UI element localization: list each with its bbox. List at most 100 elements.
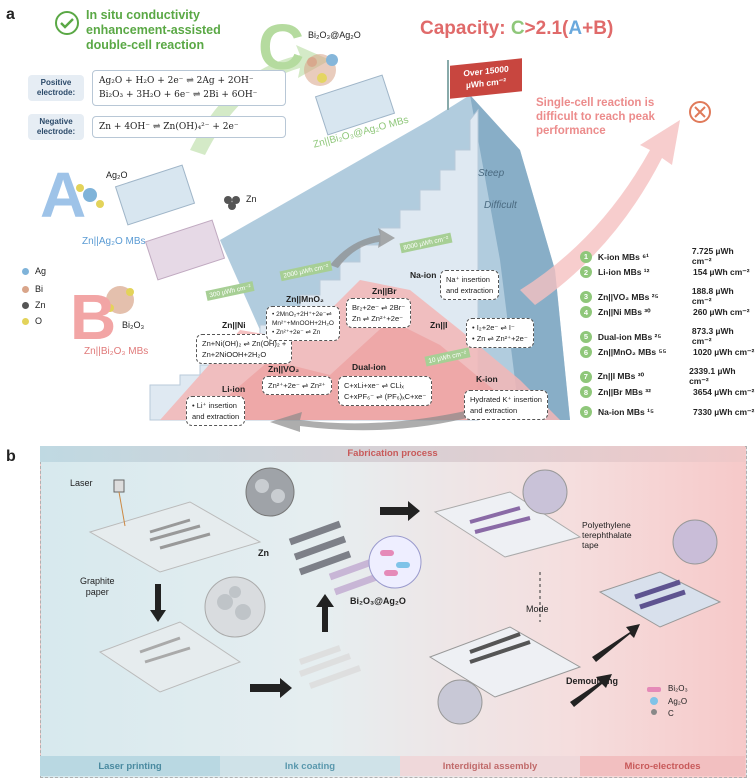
list-value: 7330 µWh cm⁻²	[693, 406, 755, 417]
demoulding-label: Demoulding	[566, 676, 618, 686]
mode-tile	[428, 626, 582, 698]
list-number: 3	[580, 290, 592, 303]
laser-head	[113, 479, 125, 493]
double-cell-title: In situ conductivity enhancement-assiste…	[86, 8, 221, 53]
na-ion-title: Na-ion	[410, 270, 437, 280]
ag2o-label: Ag₂O	[106, 170, 128, 180]
zn-dot	[22, 301, 29, 309]
graphite-paper-sheet	[88, 501, 262, 573]
fabrication-illustration	[88, 467, 722, 725]
zn-br-line-2: Zn ⇌ Zn²⁺+2e⁻	[352, 314, 404, 323]
panel-b-label: b	[6, 448, 16, 465]
single-cell-arrow	[520, 120, 680, 305]
positive-eq-2: Bi₂O₃ + 3H₂O + 6e⁻ ⇌ 2Bi + 6OH⁻	[99, 90, 258, 100]
li-ion-line-2: and extraction	[192, 412, 240, 421]
stage-bar: Laser printing Ink coating Interdigital …	[40, 746, 745, 776]
positive-equations: Ag₂O + H₂O + 2e⁻ ⇌ 2Ag + 2OH⁻ Bi₂O₃ + 3H…	[92, 70, 286, 106]
positive-electrode-label: Positive electrode:	[28, 75, 84, 101]
device-c-tile	[314, 74, 396, 136]
c-compound-label: Bi₂O₃@Ag₂O	[308, 30, 361, 40]
letter-a: A	[40, 159, 87, 231]
legend-ag2o: Ag₂O	[668, 697, 688, 706]
mode-label: Mode	[526, 604, 549, 614]
list-value: 1020 µWh cm⁻²	[693, 346, 755, 357]
dual-ion-box: C+xLi+xe⁻ ⇌ CLiₓ C+xPF₆⁻ ⇌ (PF₆)ₓC+xe⁻	[338, 376, 433, 406]
k-ion-box: Hydrated K⁺ insertion and extraction	[464, 390, 548, 420]
bi-dot	[22, 285, 29, 293]
positive-electrode-row: Positive electrode: Ag₂O + H₂O + 2e⁻ ⇌ 2…	[28, 70, 286, 106]
zn-vo2-box: Zn²⁺+2e⁻ ⇌ Zn²⁺	[262, 376, 332, 395]
negative-electrode-row: Negative electrode: Zn + 4OH⁻ ⇌ Zn(OH)₄²…	[28, 114, 286, 140]
legend-o: O	[22, 316, 42, 326]
list-number: 9	[580, 406, 592, 418]
list-item: 9 Na-ion MBs ¹⁵ 7330 µWh cm⁻²	[580, 406, 754, 418]
graphite-paper-label: Graphite paper	[80, 576, 115, 598]
title-line-1: In situ conductivity	[86, 8, 200, 22]
device-b-tile	[144, 219, 226, 281]
capacity-plus: +	[582, 18, 594, 39]
legend-zn: Zn	[22, 300, 46, 310]
mode-zoom	[437, 679, 483, 725]
negative-label-line-2: electrode:	[36, 127, 76, 136]
check-circle-icon	[55, 11, 79, 35]
dual-ion-title: Dual-ion	[352, 362, 386, 372]
negative-label-line-1: Negative	[39, 117, 73, 126]
single-cell-line-2: difficult to reach peak	[536, 111, 655, 123]
capacity-b: B	[593, 18, 607, 39]
zn-br-box: Br₂+2e⁻ ⇌ 2Br⁻ Zn ⇌ Zn²⁺+2e⁻	[346, 298, 412, 328]
k-ion-line-1: Hydrated K⁺ insertion	[470, 395, 542, 404]
capacity-end: )	[606, 18, 614, 39]
list-name: K-ion MBs ⁶¹	[597, 251, 650, 262]
dual-ion-line-1: C+xLi+xe⁻ ⇌ CLiₓ	[344, 381, 404, 390]
zn-zoom	[245, 467, 295, 517]
list-name: Li-ion MBs ¹²	[598, 267, 650, 277]
dual-ion-line-2: C+xPF₆⁻ ⇌ (PF₆)ₓC+xe⁻	[344, 392, 427, 401]
list-number: 7	[580, 370, 592, 383]
list-name: Na-ion MBs ¹⁵	[598, 407, 654, 417]
zn-label: Zn	[246, 194, 257, 204]
micro-electrode-zoom	[672, 519, 718, 565]
legend-bi-label: Bi	[35, 284, 44, 294]
mb-a-label: Zn||Ag₂O MBs	[82, 236, 146, 247]
list-number: 2	[580, 266, 592, 278]
na-ion-line-2: and extraction	[446, 286, 494, 295]
stage-micro-electrodes: Micro-electrodes	[580, 756, 745, 776]
legend-o-label: O	[35, 316, 43, 326]
zn-mno2-line-2: Mn²⁺+MnOOH+2H₂O	[272, 320, 334, 327]
positive-label-line-1: Positive	[40, 78, 72, 87]
zn-i-line-1: • I₂+2e⁻ ⇌ I⁻	[472, 323, 515, 332]
legend-ag-label: Ag	[35, 266, 47, 276]
letter-c: C	[258, 11, 305, 83]
gray-arrow	[270, 410, 475, 432]
difficult-label: Difficult	[484, 200, 517, 211]
single-cell-line-3: performance	[536, 125, 606, 137]
legend-c: C	[668, 709, 674, 718]
bi2o3-ag2o-molecule	[304, 54, 338, 86]
list-value: 3654 µWh cm⁻²	[693, 386, 755, 397]
bi2o3-label: Bi₂O₃	[122, 320, 145, 330]
na-ion-box: Na⁺ insertion and extraction	[440, 270, 500, 300]
list-value: 2339.1 µWh cm⁻²	[689, 366, 736, 386]
capacity-c: C	[510, 18, 525, 39]
graphite-line-1: Graphite	[80, 576, 115, 586]
laser-label: Laser	[70, 478, 93, 488]
zn-br-line-1: Br₂+2e⁻ ⇌ 2Br⁻	[352, 303, 406, 312]
single-cell-note: Single-cell reaction is difficult to rea…	[536, 96, 655, 138]
o-dot	[22, 317, 29, 325]
ag-dot	[22, 267, 29, 275]
zn-mno2-box: • 2MnO₂+2H⁺+2e⁻⇌ Mn²⁺+MnOOH+2H₂O • Zn²⁺+…	[266, 306, 340, 341]
zn-ni-line-1: Zn+Ni(OH)₂ ⇌ Zn(OH)₂ +	[202, 339, 287, 348]
legend-zn-label: Zn	[35, 300, 46, 310]
list-number: 1	[580, 250, 592, 263]
list-number: 4	[580, 306, 592, 318]
na-ion-line-1: Na⁺ insertion	[446, 275, 490, 284]
panel-b: b Fabrication process	[0, 440, 755, 780]
zn-mno2-title: Zn||MnO₂	[286, 294, 324, 304]
mb-b-label: Zn||Bi₂O₃ MBs	[84, 346, 149, 357]
li-ion-line-1: • Li⁺ insertion	[192, 401, 237, 410]
zn-i-line-2: • Zn ⇌ Zn²⁺+2e⁻	[472, 334, 528, 343]
steep-label: Steep	[478, 168, 505, 179]
bare-electrode	[298, 645, 362, 689]
